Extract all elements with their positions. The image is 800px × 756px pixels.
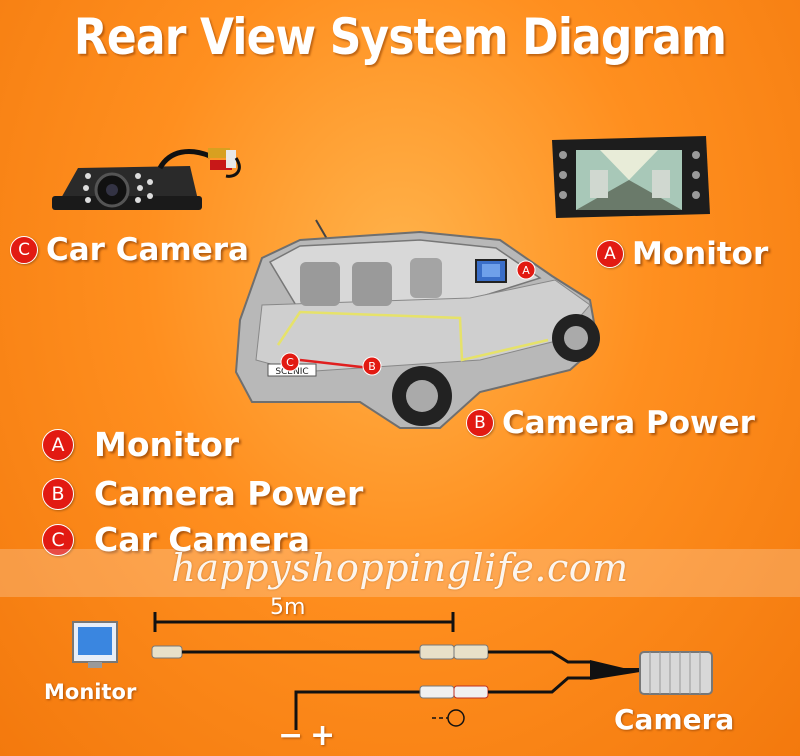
page-title: Rear View System Diagram xyxy=(73,8,727,66)
power-minus-label: − xyxy=(278,718,304,753)
car-marker-b: B xyxy=(368,360,376,373)
legend-label-camera-power: Camera Power xyxy=(94,474,364,513)
callout-monitor: A Monitor xyxy=(596,236,768,272)
badge-a: A xyxy=(596,240,624,268)
legend-badge-c: C xyxy=(42,523,74,556)
watermark-band xyxy=(0,549,800,597)
car-plate: SCENIC xyxy=(275,367,308,377)
car-marker-a: A xyxy=(522,264,530,277)
callout-camera-power-label: Camera Power xyxy=(502,405,755,441)
legend-label-car-camera: Car Camera xyxy=(94,520,311,559)
legend-label-monitor: Monitor xyxy=(94,425,240,464)
car-illustration: SCENIC C B A xyxy=(234,219,600,429)
car-marker-c: C xyxy=(286,356,294,369)
power-plus-label: + xyxy=(310,718,336,753)
legend-badge-b: B xyxy=(42,477,74,510)
car-camera-illustration xyxy=(52,148,241,210)
watermark: happyshoppinglife.com xyxy=(171,546,629,590)
wiring-monitor-label: Monitor xyxy=(44,680,137,704)
monitor-illustration xyxy=(552,136,710,218)
callout-camera-power: B Camera Power xyxy=(466,405,755,441)
badge-b: B xyxy=(466,409,494,437)
legend-badge-a: A xyxy=(42,428,74,461)
legend-item-car-camera: C Car Camera xyxy=(42,520,310,559)
callout-car-camera-label: Car Camera xyxy=(46,232,249,268)
legend-item-camera-power: B Camera Power xyxy=(42,474,363,513)
cable-length-label: 5m xyxy=(270,595,306,620)
badge-c: C xyxy=(10,236,38,264)
wiring-camera-label: Camera xyxy=(614,703,735,736)
callout-car-camera: C Car Camera xyxy=(10,232,249,268)
legend-item-monitor: A Monitor xyxy=(42,425,239,464)
wiring-diagram xyxy=(72,612,713,730)
callout-monitor-label: Monitor xyxy=(632,236,769,272)
